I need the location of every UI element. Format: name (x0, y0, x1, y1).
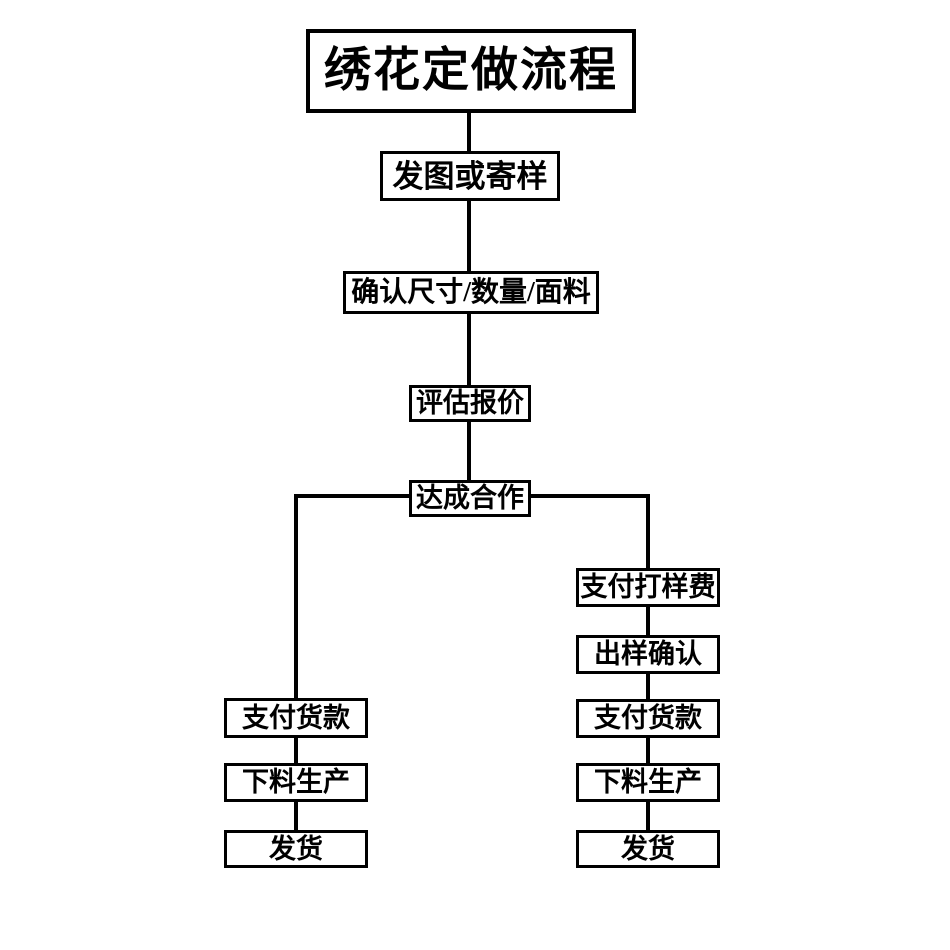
flow-node-quote: 评估报价 (409, 385, 531, 422)
connector-left-produce-to-ship (294, 800, 298, 832)
connector-right-branch-down (646, 494, 650, 570)
flow-node-right-produce: 下料生产 (576, 763, 720, 802)
connector-title-to-send (467, 112, 471, 153)
flow-node-right-ship: 发货 (576, 830, 720, 868)
flow-node-right-sample-confirm: 出样确认 (576, 635, 720, 674)
flow-node-left-pay: 支付货款 (224, 698, 368, 738)
connector-right-pay-to-produce (646, 736, 650, 765)
connector-right-samplefee-to-sampleconfirm (646, 605, 650, 637)
flow-node-deal: 达成合作 (409, 480, 531, 517)
connector-left-pay-to-produce (294, 736, 298, 765)
connector-send-to-confirm (467, 199, 471, 273)
flow-node-left-produce: 下料生产 (224, 763, 368, 802)
flow-node-right-sample-fee: 支付打样费 (576, 568, 720, 607)
flow-node-left-ship: 发货 (224, 830, 368, 868)
connector-confirm-to-quote (467, 312, 471, 387)
connector-right-sampleconfirm-to-pay (646, 672, 650, 701)
flow-node-confirm-specs: 确认尺寸/数量/面料 (343, 271, 599, 314)
connector-quote-to-deal (467, 419, 471, 482)
connector-deal-branch-left-horizontal (294, 494, 411, 498)
flow-node-title: 绣花定做流程 (306, 29, 636, 113)
connector-deal-branch-right-horizontal (529, 494, 650, 498)
connector-left-branch-down (294, 494, 298, 700)
flow-node-right-pay: 支付货款 (576, 699, 720, 738)
connector-right-produce-to-ship (646, 800, 650, 832)
flow-node-send-sample: 发图或寄样 (380, 151, 560, 201)
